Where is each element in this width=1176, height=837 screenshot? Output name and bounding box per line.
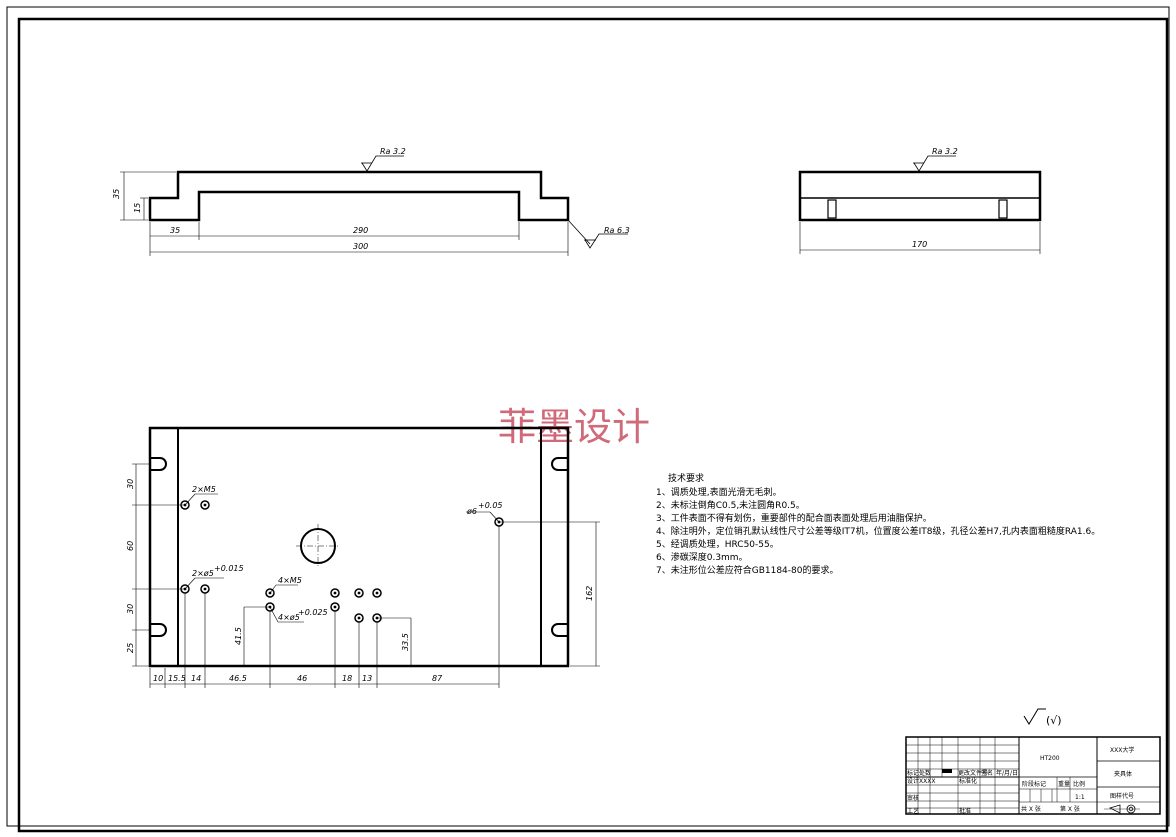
roughness-symbol-side: Ra 6.3	[567, 219, 630, 249]
tb-row-label-4: 更改文件号	[958, 769, 988, 777]
roughness-symbol-side-view: Ra 3.2	[913, 147, 958, 172]
tb-row-label-2: 处数	[919, 769, 931, 777]
dim-overall-length: 300	[353, 242, 368, 251]
callout-2xm5: 2×M5	[192, 485, 216, 494]
projection-symbol	[1104, 804, 1140, 814]
callout-2xd5: 2×ø5	[192, 569, 214, 578]
general-roughness-label: (√)	[1046, 714, 1062, 727]
side-view: Ra 3.2 170	[798, 147, 1042, 254]
tb-row-label-1: 标记	[907, 769, 919, 777]
inner-border	[17, 17, 1169, 833]
title-block-text: HT200 XXX大学 夹具体 图样代号 阶段标记 重量 比例 1:1 共 X …	[907, 746, 1134, 815]
tb-school: XXX大学	[1110, 746, 1134, 754]
vdim-4: 25	[126, 643, 135, 653]
tb-weight-label: 重量	[1058, 780, 1070, 788]
tb-sheets-total: 共 X 张	[1021, 805, 1041, 813]
tb-process-label: 工艺	[907, 807, 919, 815]
general-roughness-symbol: (√)	[1023, 708, 1062, 727]
tb-part-name: 夹具体	[1114, 770, 1132, 778]
roughness-symbol-top: Ra 3.2	[361, 147, 406, 172]
hole	[200, 500, 210, 510]
dowel-pin-right	[998, 199, 1008, 219]
tb-std-label: 标准化	[959, 777, 977, 785]
front-view: Ra 3.2 Ra 6.3 35 15 35 290 300	[112, 147, 630, 256]
tech-item-1: 1、调质处理,表面光滑无毛刺。	[656, 486, 782, 498]
callout-4xd5: 4×ø5	[278, 613, 300, 622]
tb-designer-label: 设计	[907, 777, 919, 785]
plan-view: 2×M5 2×ø5 +0.015 4×M5 4×ø5 +0.025 ø6 +0.…	[126, 426, 600, 688]
dowel-pin-left	[827, 199, 837, 219]
roughness-label-side-view: Ra 3.2	[932, 147, 958, 156]
title-block-mark	[942, 769, 952, 773]
tb-row-label-6: 年/月/日	[996, 769, 1018, 777]
tech-item-3: 3、工件表面不得有划伤，重要部件的配合面表面处理后用油脂保护。	[656, 512, 932, 524]
dim-left-step: 35	[170, 226, 180, 235]
callout-d6-tol: +0.05	[478, 501, 503, 510]
dim-height-step: 15	[133, 203, 142, 213]
slot-bottom-left	[150, 623, 167, 637]
callout-4xm5: 4×M5	[278, 576, 302, 585]
outer-border	[6, 6, 1170, 827]
tech-requirements-title: 技术要求	[668, 472, 704, 484]
hdim-3: 14	[191, 674, 201, 683]
hdim-2: 15.5	[168, 674, 186, 683]
dim-inner-length: 290	[353, 226, 368, 235]
callout-4xd5-tol: +0.025	[298, 608, 328, 617]
tb-designer: XXXX	[919, 778, 935, 785]
hole	[354, 588, 364, 598]
vdim-2: 60	[126, 541, 135, 551]
callout-d6: ø6	[466, 507, 477, 516]
tech-item-7: 7、未注形位公差应符合GB1184-80的要求。	[656, 564, 838, 576]
hole	[372, 588, 382, 598]
vdim-3: 30	[126, 604, 135, 614]
tech-item-4: 4、除注明外，定位销孔默认线性尺寸公差等级IT7机，位置度公差IT8级，孔径公差…	[656, 525, 1100, 537]
roughness-label-side: Ra 6.3	[604, 226, 630, 235]
callout-2xd5-tol: +0.015	[214, 564, 244, 573]
tech-requirements: 技术要求 1、调质处理,表面光滑无毛刺。 2、未标注倒角C0.5,未注圆角R0.…	[656, 472, 1100, 576]
dim-162: 162	[585, 586, 594, 601]
hdim-7: 13	[362, 674, 372, 683]
hdim-4: 46.5	[229, 674, 247, 683]
tech-item-2: 2、未标注倒角C0.5,未注圆角R0.5。	[656, 499, 805, 511]
tb-row-label-5: 签名	[981, 769, 993, 777]
slot-top-right	[551, 457, 568, 471]
tb-stage-label: 阶段标记	[1022, 780, 1046, 788]
tb-material: HT200	[1040, 755, 1060, 762]
hole	[330, 588, 340, 598]
tb-review-label: 审核	[907, 794, 919, 802]
dim-33-5: 33.5	[401, 633, 410, 651]
front-view-outline	[148, 170, 570, 222]
tb-sheet-no: 第 X 张	[1060, 805, 1080, 813]
dim-41-5: 41.5	[234, 627, 243, 645]
slot-top-left	[150, 457, 167, 471]
vdim-1: 30	[126, 479, 135, 489]
slot-bottom-right	[551, 623, 568, 637]
hdim-5: 46	[297, 674, 307, 683]
title-block	[905, 736, 1161, 815]
dim-height-total: 35	[112, 189, 121, 199]
hdim-6: 18	[342, 674, 352, 683]
tech-item-5: 5、经调质处理，HRC50-55。	[656, 538, 779, 550]
tech-item-6: 6、渗碳深度0.3mm。	[656, 551, 748, 563]
tb-scale-label: 比例	[1073, 780, 1085, 788]
tb-approve-label: 批准	[959, 807, 971, 815]
tb-scale: 1:1	[1075, 794, 1085, 801]
tb-drawing-no: 图样代号	[1110, 792, 1134, 800]
roughness-label-top: Ra 3.2	[380, 147, 406, 156]
side-view-outline	[798, 170, 1042, 222]
hole	[265, 588, 275, 598]
hdim-8: 87	[432, 674, 443, 683]
hdim-1: 10	[153, 674, 163, 683]
dim-side-width: 170	[912, 240, 927, 249]
